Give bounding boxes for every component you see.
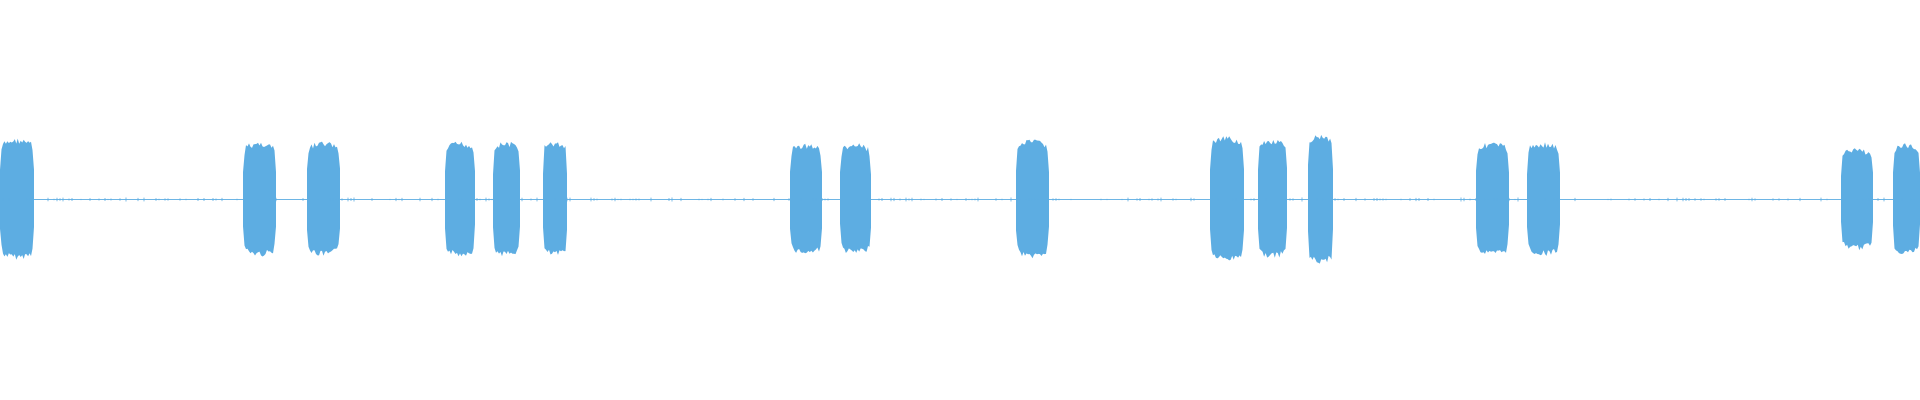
waveform-burst-2 [243, 142, 276, 257]
waveform-burst-13 [1476, 142, 1509, 254]
waveform-burst-9 [1016, 139, 1049, 259]
waveform-burst-1 [0, 138, 34, 260]
waveform-burst-12 [1308, 134, 1333, 264]
waveform-bursts [0, 134, 1920, 264]
waveform-burst-11 [1258, 140, 1287, 258]
waveform-burst-16 [1893, 143, 1920, 254]
waveform-burst-5 [493, 141, 520, 257]
waveform-burst-3 [307, 141, 340, 256]
waveform-burst-10 [1210, 136, 1244, 261]
waveform-burst-7 [790, 143, 822, 254]
waveform-burst-4 [445, 141, 475, 257]
waveform-burst-14 [1527, 142, 1560, 256]
waveform-burst-8 [840, 143, 871, 253]
